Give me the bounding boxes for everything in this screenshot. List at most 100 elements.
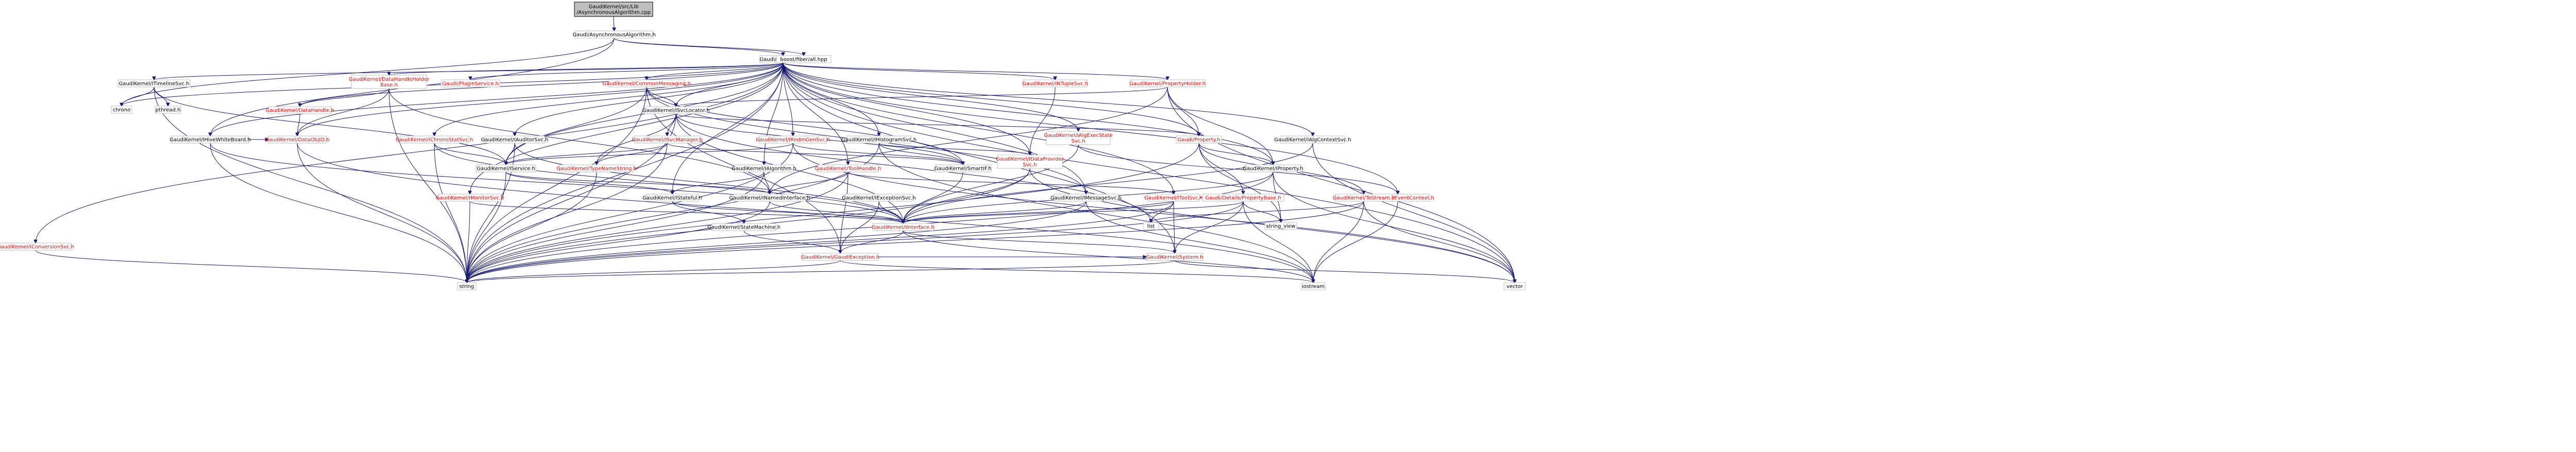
node-label: string <box>460 284 474 290</box>
node-inamed[interactable]: GaudiKernel/INamedInterface.h <box>729 194 810 202</box>
node-label: GaudiKernel/IHistogramSvc.h <box>841 137 917 143</box>
node-propbase[interactable]: Gaudi/Details/PropertyBase.h <box>1202 194 1284 202</box>
node-label: GaudiKernel/IRndmGenSvc.h <box>756 137 830 143</box>
edge-irndmgen-to-iservice <box>506 143 793 165</box>
edge-asyncalg-to-chrono <box>122 38 615 106</box>
node-typenamestring[interactable]: GaudiKernel/TypeNameString.h <box>556 164 637 172</box>
node-iexceptionsvc[interactable]: GaudiKernel/IExceptionSvc.h <box>842 194 916 202</box>
edge-galg-to-irndmgen <box>783 62 793 136</box>
node-irndmgen[interactable]: GaudiKernel/IRndmGenSvc.h <box>756 135 830 144</box>
node-list[interactable]: list <box>1143 222 1159 230</box>
node-pthread[interactable]: pthread.h <box>155 106 181 114</box>
node-box <box>935 164 991 172</box>
node-iwhiteboard[interactable]: GaudiKernel/IHiveWhiteBoard.h <box>170 135 251 144</box>
edge-galg-to-intuple <box>783 62 1055 80</box>
node-string_view[interactable]: string_view <box>1264 222 1297 230</box>
node-ichrono[interactable]: GaudiKernel/IChronoStatSvc.h <box>396 135 473 144</box>
node-gaudiexc[interactable]: GaudiKernel/GaudiException.h <box>801 253 879 261</box>
node-label: GaudiKernel/IAuditorSvc.h <box>481 137 549 143</box>
edge-galg-to-idataprovider <box>783 62 1030 155</box>
node-label: GaudiKernel/SmartIF.h <box>935 166 992 172</box>
node-box <box>476 164 536 172</box>
edge-tostream-to-string <box>467 201 1364 283</box>
node-gproperty[interactable]: Gaudi/Property.h <box>1176 135 1222 144</box>
node-label: GaudiKernel/GaudiException.h <box>801 255 879 260</box>
edge-irndmgen-to-ismartif <box>792 143 963 165</box>
node-system[interactable]: GaudiKernel/System.h <box>1146 253 1204 261</box>
node-propholder[interactable]: GaudiKernel/PropertyHolder.h <box>1129 79 1206 88</box>
edge-galg-to-commonmsg <box>647 62 784 80</box>
edge-iinterface-to-system <box>903 230 1175 253</box>
node-box <box>802 253 879 261</box>
node-box <box>1280 135 1345 144</box>
node-string[interactable]: string <box>457 282 477 290</box>
node-ismartif[interactable]: GaudiKernel/SmartIF.h <box>935 164 992 172</box>
node-box <box>155 106 181 114</box>
node-label: GaudiKernel/ISvcLocator.h <box>642 108 710 114</box>
node-iservice[interactable]: GaudiKernel/IService.h <box>476 164 536 172</box>
node-isvclocator[interactable]: GaudiKernel/ISvcLocator.h <box>642 106 710 114</box>
edge-galg-to-iproperty <box>783 62 1273 165</box>
node-iproperty[interactable]: GaudiKernel/IProperty.h <box>1243 164 1303 172</box>
edge-galg-to-ialgorithm <box>764 62 784 165</box>
node-iinterface[interactable]: GaudiKernel/IInterface.h <box>872 223 935 231</box>
node-iauditor[interactable]: GaudiKernel/IAuditorSvc.h <box>481 135 549 144</box>
node-statemachine[interactable]: GaudiKernel/StateMachine.h <box>707 223 781 231</box>
node-imonitor[interactable]: GaudiKernel/IMonitorSvc.h <box>436 194 504 202</box>
edge-iwhiteboard-to-iinterface <box>210 143 903 223</box>
node-box <box>351 75 427 89</box>
node-icnvsvc[interactable]: GaudiKernel/IConversionSvc.h <box>0 242 74 251</box>
node-ialgorithm[interactable]: GaudiKernel/IAlgorithm.h <box>732 164 796 172</box>
node-datahandle[interactable]: GaudiKernel/DataHandle.h <box>266 106 334 114</box>
edge-ihistosvc-to-iostream <box>878 143 1313 283</box>
node-pluginsvc[interactable]: Gaudi/PluginService.h <box>440 79 500 88</box>
node-label: GaudiKernel/StateMachine.h <box>707 225 781 231</box>
node-dataobjid[interactable]: GaudiKernel/DataObjID.h <box>265 135 330 144</box>
node-label: GaudiKernel/INamedInterface.h <box>729 196 810 201</box>
node-chrono[interactable]: chrono <box>111 106 132 114</box>
node-vector[interactable]: vector <box>1503 282 1526 290</box>
node-box <box>644 106 708 114</box>
node-box <box>1146 253 1204 261</box>
node-box <box>733 194 806 202</box>
node-isvcmanager[interactable]: GaudiKernel/ISvcManager.h <box>632 135 703 144</box>
edge-iproperty-to-string <box>467 171 1274 283</box>
node-ihistosvc[interactable]: GaudiKernel/IHistogramSvc.h <box>841 135 917 144</box>
node-box <box>1046 131 1111 145</box>
node-itoolsvc[interactable]: GaudiKernel/IToolSvc.h <box>1144 194 1203 202</box>
edge-gproperty-to-string_view <box>1198 143 1281 222</box>
node-box <box>574 2 653 17</box>
edge-istateful-to-statemachine <box>672 201 744 223</box>
edge-dhholder-to-inamed <box>388 88 770 194</box>
edge-ialgorithm-to-istateful <box>672 171 765 194</box>
node-label: GaudiKernel/IMessageSvc.h <box>1050 196 1122 201</box>
edge-galg-to-itoolhandle <box>783 62 848 165</box>
node-itoolhandle[interactable]: GaudiKernel/ToolHandle.h <box>815 164 881 172</box>
node-label: GaudiKernel/IChronoStatSvc.h <box>396 137 473 143</box>
node-ialgctx[interactable]: GaudiKernel/IAlgContextSvc.h <box>1274 135 1351 144</box>
node-fiber[interactable]: boost/fiber/all.hpp <box>776 55 832 63</box>
node-box <box>734 164 794 172</box>
edge-dhholder-to-datahandle <box>300 88 389 107</box>
node-label: GaudiKernel/IAlgorithm.h <box>732 166 796 172</box>
node-label: GaudiKernel/IConversionSvc.h <box>0 245 74 250</box>
node-box <box>1147 194 1200 202</box>
node-commonmsg[interactable]: GaudiKernel/CommonMessaging.h <box>602 79 691 88</box>
edge-dhholder-to-dataobjid <box>297 88 389 136</box>
node-asyncalg[interactable]: Gaudi/AsynchronousAlgorithm.h <box>572 30 656 39</box>
node-intuple[interactable]: GaudiKernel/INTupleSvc.h <box>1022 79 1088 88</box>
node-imessagesvc[interactable]: GaudiKernel/IMessageSvc.h <box>1050 194 1122 202</box>
node-label: Svc.h <box>1023 162 1037 168</box>
node-itimeline[interactable]: GaudiKernel/ITimelineSvc.h <box>117 79 191 88</box>
edge-gaudiexc-to-string <box>467 260 841 283</box>
node-label: GaudiKernel/src/Lib <box>589 4 639 10</box>
node-istateful[interactable]: GaudiKernel/IStateful.h <box>642 194 702 202</box>
node-iostream[interactable]: iostream <box>1301 282 1326 290</box>
edge-iinterface-to-gaudiexc <box>840 230 904 253</box>
edge-ialgorithm-to-string <box>467 171 765 283</box>
node-tostream[interactable]: GaudiKernel/ToStream.h <box>1333 194 1395 202</box>
edge-ichrono-to-iinterface <box>434 143 903 223</box>
